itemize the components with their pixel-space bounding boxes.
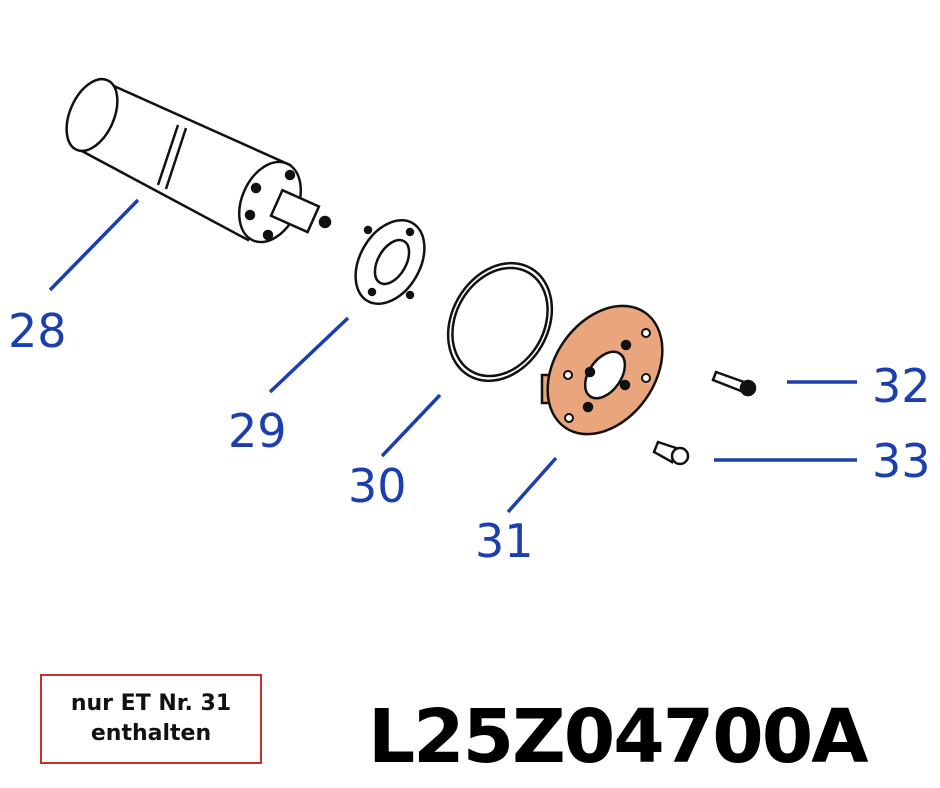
part-30-o-ring [446,261,554,383]
callout-32: 32 [872,359,931,413]
callout-28: 28 [8,304,67,358]
note-line-1: nur ET Nr. 31 [70,691,232,717]
leader-lines [48,198,857,514]
part-31-plate [540,304,664,436]
part-number: L25Z04700A [368,694,869,780]
callout-31: 31 [475,514,534,568]
leader-28 [48,198,140,292]
part-33-screw [652,440,690,466]
note-box: nur ET Nr. 31 enthalten [40,674,262,764]
part-29-gasket [354,218,426,306]
callout-30: 30 [348,459,407,513]
callout-33: 33 [872,434,931,488]
leader-30 [380,393,442,458]
leader-29 [268,316,350,394]
part-28-motor [65,77,332,244]
leader-31 [506,456,558,514]
part-32-screw [711,370,757,397]
callout-29: 29 [228,404,287,458]
note-line-2: enthalten [90,721,212,746]
